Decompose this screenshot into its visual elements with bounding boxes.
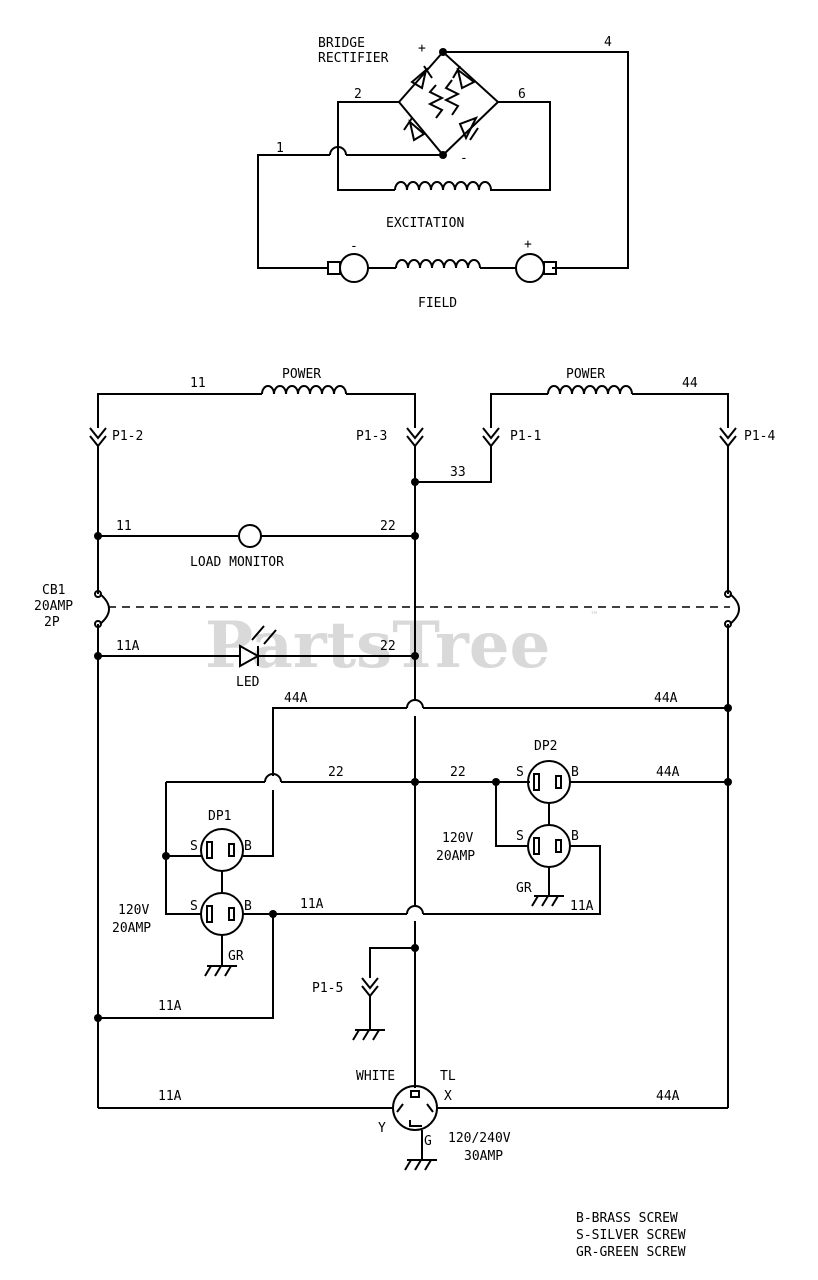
legend-line-2: S-SILVER SCREW [576, 1228, 686, 1243]
bridge-rectifier [397, 48, 500, 159]
field-minus: - [350, 239, 358, 254]
cb1-label: CB1 [42, 583, 65, 598]
wire-44a-bottom: 44A [656, 1089, 680, 1104]
legend-line-1: B-BRASS SCREW [576, 1211, 678, 1226]
wire-22-led: 22 [380, 639, 396, 654]
bridge-minus: - [460, 151, 468, 166]
dp2-s2: S [516, 829, 524, 844]
white-label: WHITE [356, 1069, 395, 1084]
wire-2-label: 2 [354, 87, 362, 102]
tl-g: G [424, 1134, 432, 1149]
wire-44a-dp2: 44A [656, 765, 680, 780]
circuit-breaker-cb1 [94, 590, 740, 628]
receptacle-tl [392, 1085, 438, 1171]
wire-11a-mid: 11A [300, 897, 324, 912]
dp1-rating-a: 20AMP [112, 921, 151, 936]
tl-y: Y [378, 1121, 386, 1136]
p1-4-label: P1-4 [744, 429, 775, 444]
legend-line-3: GR-GREEN SCREW [576, 1245, 686, 1260]
p1-5-label: P1-5 [312, 981, 343, 996]
wire-11-load: 11 [116, 519, 132, 534]
bridge-label-2: RECTIFIER [318, 51, 389, 66]
dp2-rating-v: 120V [442, 831, 473, 846]
wire-22-load: 22 [380, 519, 396, 534]
watermark-tm: ™ [590, 611, 599, 621]
tl-x: X [444, 1089, 452, 1104]
load-monitor-label: LOAD MONITOR [190, 555, 284, 570]
tl-label: TL [440, 1069, 456, 1084]
wire-1-label: 1 [276, 141, 284, 156]
led-icon [239, 644, 261, 668]
wire-44-top: 44 [682, 376, 698, 391]
exciter-circuit: BRIDGE RECTIFIER + - 4 2 6 EXCITATION 1 … [257, 35, 629, 311]
bridge-label-1: BRIDGE [318, 36, 365, 51]
dp2-b1: B [571, 765, 579, 780]
power-left-label: POWER [282, 367, 321, 382]
wire-22-mid-left: 22 [328, 765, 344, 780]
dp2-rating-a: 20AMP [436, 849, 475, 864]
tl-rating-a: 30AMP [464, 1149, 503, 1164]
bridge-plus: + [418, 41, 426, 56]
dp1-gr: GR [228, 949, 244, 964]
wire-11a-led: 11A [116, 639, 140, 654]
power-right-label: POWER [566, 367, 605, 382]
legend: B-BRASS SCREW S-SILVER SCREW GR-GREEN SC… [576, 1211, 686, 1260]
wire-6-label: 6 [518, 87, 526, 102]
led-label: LED [236, 675, 260, 690]
dp1-s2: S [190, 899, 198, 914]
field-label: FIELD [418, 296, 457, 311]
dp1-rating-v: 120V [118, 903, 149, 918]
dp2-label: DP2 [534, 739, 557, 754]
wire-44a-right: 44A [654, 691, 678, 706]
p1-1-label: P1-1 [510, 429, 541, 444]
dp2-gr: GR [516, 881, 532, 896]
dp2-s1: S [516, 765, 524, 780]
wire-33-label: 33 [450, 465, 466, 480]
load-monitor-lamp [238, 524, 262, 548]
cb1-amp: 20AMP [34, 599, 73, 614]
receptacle-dp2 [527, 760, 571, 907]
wire-11a-low: 11A [158, 999, 182, 1014]
power-coil-left [261, 385, 347, 395]
dp1-label: DP1 [208, 809, 231, 824]
p1-2-label: P1-2 [112, 429, 143, 444]
main-circuit: POWER 11 POWER 44 P1-2 P1-3 P1-1 P1-4 33 [34, 367, 775, 1171]
wire-44a-left: 44A [284, 691, 308, 706]
field-coil [395, 259, 481, 269]
dp1-b1: B [244, 839, 252, 854]
cb1-poles: 2P [44, 615, 60, 630]
wire-22-mid-right: 22 [450, 765, 466, 780]
wire-4-label: 4 [604, 35, 612, 50]
excitation-label: EXCITATION [386, 216, 464, 231]
watermark: PartsTree [205, 608, 550, 683]
p1-3-label: P1-3 [356, 429, 387, 444]
wire-11a-dp2: 11A [570, 899, 594, 914]
dp1-s1: S [190, 839, 198, 854]
wire-11a-bottom: 11A [158, 1089, 182, 1104]
excitation-coil [394, 181, 492, 191]
wire-11-top: 11 [190, 376, 206, 391]
tl-rating-v: 120/240V [448, 1131, 511, 1146]
dp2-b2: B [571, 829, 579, 844]
field-plus: + [524, 237, 532, 252]
dp1-b2: B [244, 899, 252, 914]
power-coil-right [547, 385, 633, 395]
